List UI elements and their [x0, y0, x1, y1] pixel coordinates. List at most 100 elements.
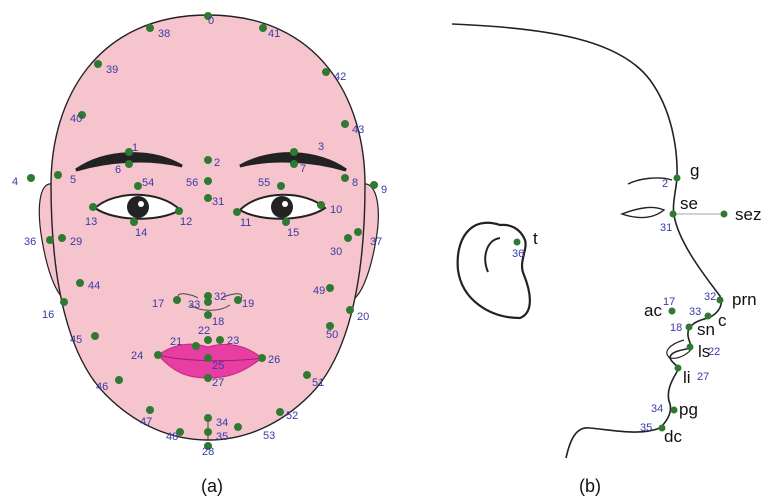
landmark-43-dot: [341, 120, 349, 128]
landmark-15-dot: [282, 218, 290, 226]
panel-a-caption: (a): [201, 476, 223, 496]
profile-landmark-prn-name: prn: [732, 290, 757, 309]
profile-landmark-prn-dot: [717, 297, 724, 304]
profile-landmark-t-name: t: [533, 229, 538, 248]
landmark-42-dot: [322, 68, 330, 76]
landmark-54-dot: [134, 182, 142, 190]
panel-b-caption: (b): [579, 476, 601, 496]
landmark-36-label: 36: [24, 236, 36, 248]
profile-landmark-prn-index: 32: [704, 291, 716, 303]
landmark-46-label: 46: [96, 381, 108, 393]
landmark-41-dot: [259, 24, 267, 32]
landmark-33-dot: [204, 298, 212, 306]
landmark-11-dot: [233, 208, 241, 216]
landmark-48-label: 48: [166, 431, 178, 443]
landmark-23-label: 23: [227, 335, 239, 347]
landmark-8-label: 8: [352, 177, 358, 189]
landmark-42-label: 42: [334, 71, 346, 83]
landmark-44-dot: [76, 279, 84, 287]
landmark-23-dot: [216, 336, 224, 344]
landmark-51-dot: [303, 371, 311, 379]
profile-landmark-g-dot: [674, 175, 681, 182]
landmark-37-label: 37: [370, 236, 382, 248]
profile-landmark-g-index: 2: [662, 178, 668, 190]
landmark-10-label: 10: [330, 204, 342, 216]
landmark-26-dot: [258, 354, 266, 362]
landmark-12-dot: [175, 207, 183, 215]
profile-landmark-pg-dot: [671, 407, 678, 414]
landmark-36-dot: [46, 236, 54, 244]
profile-landmark-c-dot: [705, 313, 712, 320]
right-iris: [271, 196, 293, 218]
profile-eye: [622, 207, 664, 217]
landmark-24-dot: [154, 351, 162, 359]
landmark-19-label: 19: [242, 298, 254, 310]
landmark-35-label: 35: [216, 431, 228, 443]
landmark-17-dot: [173, 296, 181, 304]
landmark-55-dot: [277, 182, 285, 190]
landmark-7-dot: [290, 160, 298, 168]
landmark-35-dot: [204, 428, 212, 436]
landmark-49-dot: [326, 284, 334, 292]
profile-ear-inner: [485, 238, 500, 272]
landmark-8-dot: [341, 174, 349, 182]
landmark-40-label: 40: [70, 113, 82, 125]
profile-landmark-pg-index: 34: [651, 403, 663, 415]
landmark-46-dot: [115, 376, 123, 384]
landmark-53-label: 53: [263, 430, 275, 442]
landmark-29-label: 29: [70, 236, 82, 248]
profile-landmark-sez-name: sez: [735, 205, 761, 224]
landmark-56-label: 56: [186, 177, 198, 189]
landmark-0-label: 0: [208, 15, 214, 27]
landmark-51-label: 51: [312, 377, 324, 389]
profile-landmark-ac-index: 17: [663, 296, 675, 308]
landmark-21-dot: [192, 342, 200, 350]
landmark-38-label: 38: [158, 28, 170, 40]
landmark-45-dot: [91, 332, 99, 340]
left-eye-highlight: [138, 201, 144, 207]
right-eye-highlight: [282, 201, 288, 207]
landmark-13-label: 13: [85, 216, 97, 228]
landmark-39-dot: [94, 60, 102, 68]
landmark-47-label: 47: [140, 416, 152, 428]
profile-landmark-c-index: 33: [689, 306, 701, 318]
landmark-47-dot: [146, 406, 154, 414]
landmark-15-label: 15: [287, 227, 299, 239]
profile-landmark-se-dot: [670, 211, 677, 218]
landmark-54-label: 54: [142, 177, 154, 189]
landmark-9-label: 9: [381, 184, 387, 196]
profile-landmark-c-name: c: [718, 311, 727, 330]
landmark-56-dot: [204, 177, 212, 185]
landmark-10-dot: [317, 201, 325, 209]
landmark-34-label: 34: [216, 417, 228, 429]
landmark-37-dot: [354, 228, 362, 236]
profile-landmark-ac-dot: [669, 308, 676, 315]
profile-landmark-sez-dot: [721, 211, 728, 218]
profile-landmark-li-index: 27: [697, 371, 709, 383]
landmark-24-label: 24: [131, 350, 143, 362]
left-iris: [127, 196, 149, 218]
landmark-18-dot: [204, 311, 212, 319]
profile-landmark-se-name: se: [680, 194, 698, 213]
landmark-31-label: 31: [212, 196, 224, 208]
landmark-11-label: 11: [240, 217, 251, 229]
landmark-12-label: 12: [180, 216, 192, 228]
landmark-43-label: 43: [352, 124, 364, 136]
landmark-18-label: 18: [212, 316, 224, 328]
profile-landmark-li-name: li: [683, 368, 691, 387]
landmark-55-label: 55: [258, 177, 270, 189]
landmark-32-label: 32: [214, 291, 226, 303]
landmark-27-label: 27: [212, 377, 224, 389]
landmark-3-dot: [290, 148, 298, 156]
profile-landmark-t-dot: [514, 239, 521, 246]
landmark-19-dot: [234, 296, 242, 304]
profile-landmark-ac-name: ac: [644, 301, 662, 320]
landmark-7-label: 7: [300, 163, 306, 175]
landmark-44-label: 44: [88, 280, 100, 292]
landmark-31-dot: [204, 194, 212, 202]
landmark-21-label: 21: [170, 336, 182, 348]
landmark-28-label: 28: [202, 446, 214, 458]
profile-landmark-li-dot: [675, 365, 682, 372]
